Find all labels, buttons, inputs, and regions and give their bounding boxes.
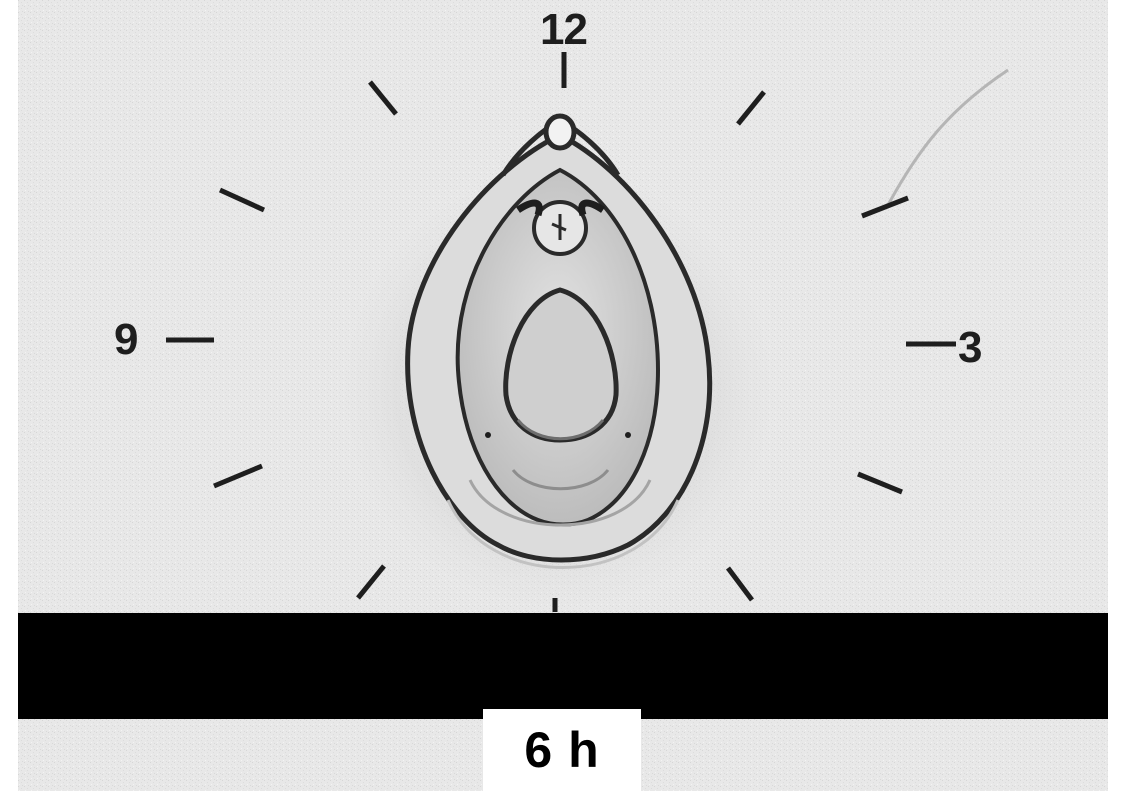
gland-dot-right (625, 432, 631, 438)
hour-label-9: 9 (114, 318, 137, 362)
redaction-bar (18, 613, 1108, 719)
clitoris (546, 116, 574, 148)
hour-label-3: 3 (958, 326, 981, 370)
caption-text: 6 h (524, 721, 599, 779)
gland-dot-left (485, 432, 491, 438)
caption-box: 6 h (483, 709, 641, 791)
hour-label-12: 12 (540, 8, 587, 52)
